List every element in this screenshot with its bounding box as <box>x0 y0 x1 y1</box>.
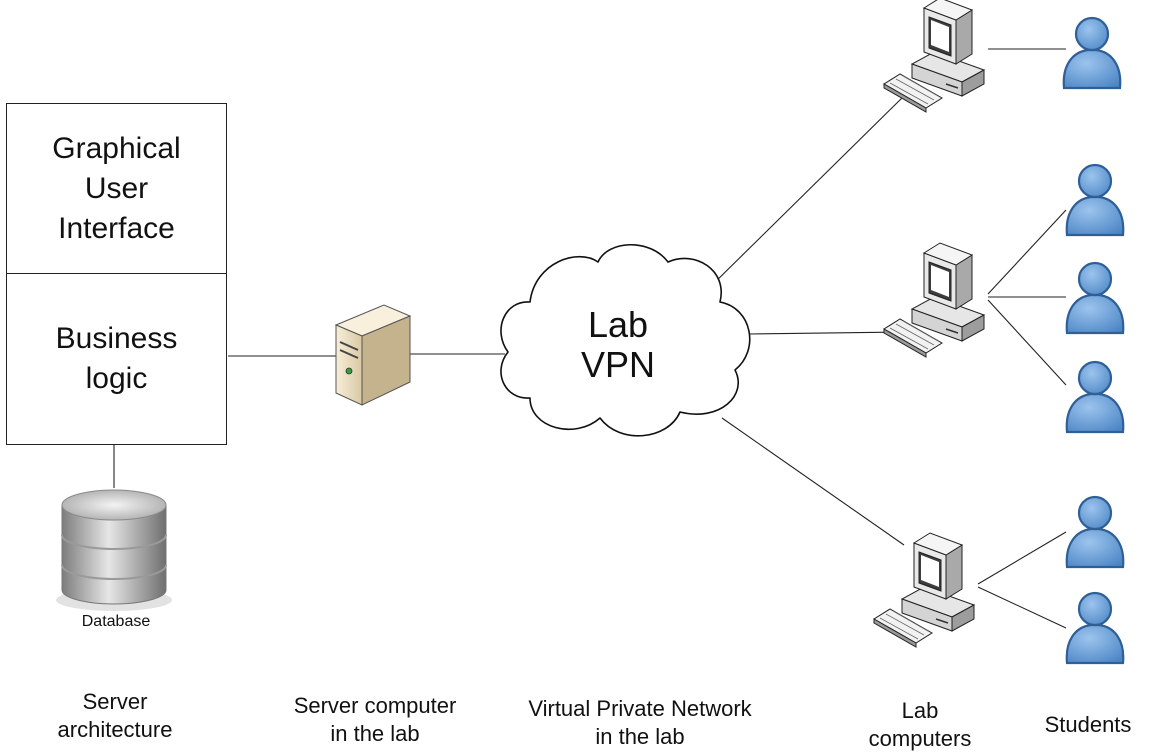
database-label: Database <box>81 613 151 630</box>
gui-layer-label: Graphical User Interface <box>52 132 181 245</box>
desktop-computer-icon <box>883 0 985 113</box>
caption-vpn: Virtual Private Network in the lab <box>528 696 752 749</box>
line-pc3-to-student5 <box>977 531 1067 585</box>
line-pc3-to-student6 <box>977 586 1067 629</box>
desktop-computer-icon <box>873 532 975 648</box>
caption-server-computer: Server computer in the lab <box>293 693 457 746</box>
caption-server-architecture: Server architecture <box>57 689 173 742</box>
user-person-icon <box>1065 261 1125 335</box>
line-cloud-to-pc3 <box>721 417 905 546</box>
desktop-computer-icon <box>883 242 985 358</box>
line-cloud-to-pc2 <box>747 331 905 335</box>
business-logic-label: Business logic <box>55 322 178 395</box>
user-person-icon <box>1065 163 1125 237</box>
line-cloud-to-pc1 <box>704 95 905 293</box>
line-pc2-to-student2 <box>987 209 1067 295</box>
database-icon <box>56 489 172 611</box>
user-person-icon <box>1065 591 1125 665</box>
user-person-icon <box>1065 495 1125 569</box>
line-pc2-to-student4 <box>987 299 1067 386</box>
business-logic-layer-box: Business logic <box>6 273 227 445</box>
cloud-icon <box>500 243 751 437</box>
user-person-icon <box>1062 16 1122 90</box>
user-person-icon <box>1065 360 1125 434</box>
server-tower-icon <box>334 304 412 406</box>
connector-lines <box>113 48 1067 629</box>
cloud-label: Lab VPN <box>580 304 656 385</box>
caption-students: Students <box>1044 712 1132 737</box>
caption-lab-computers: Lab computers <box>868 698 972 751</box>
gui-layer-box: Graphical User Interface <box>6 103 227 275</box>
